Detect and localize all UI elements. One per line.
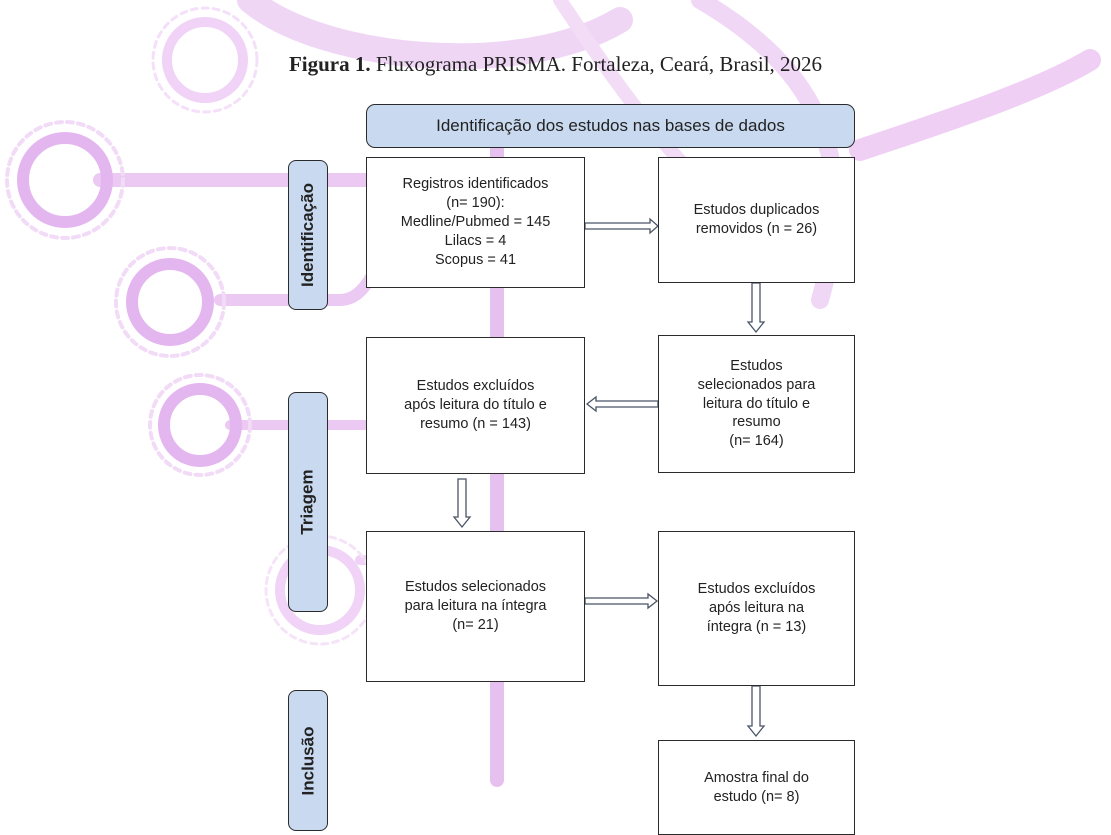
decor-arc <box>849 49 1101 161</box>
box-excluidos-titulo: Estudos excluídos após leitura do título… <box>366 337 585 474</box>
decor-ring <box>162 17 248 103</box>
figure-caption-label: Figura 1. <box>288 52 371 76</box>
stage-inclusao: Inclusão <box>288 690 328 831</box>
decor-ring <box>5 120 125 240</box>
arrow-right-duplicados <box>584 217 659 235</box>
decor-ring <box>148 373 252 477</box>
decor-ring <box>17 132 113 228</box>
box-selecionados-titulo: Estudos selecionados para leitura do tít… <box>658 335 855 473</box>
box-selecionados-integra: Estudos selecionados para leitura na ínt… <box>366 531 585 682</box>
box-estudos-duplicados: Estudos duplicados removidos (n = 26) <box>658 157 855 283</box>
box-amostra-final: Amostra final do estudo (n= 8) <box>658 740 855 835</box>
decor-ring <box>114 246 226 358</box>
stage-triagem: Triagem <box>288 392 328 612</box>
decor-ring <box>126 258 214 346</box>
decor-ring <box>158 383 242 467</box>
identification-header: Identificação dos estudos nas bases de d… <box>366 104 855 148</box>
box-registros-identificados: Registros identificados (n= 190): Medlin… <box>366 157 585 288</box>
decor-ring <box>151 6 259 114</box>
figure-caption-text: Fluxograma PRISMA. Fortaleza, Ceará, Bra… <box>370 52 823 76</box>
arrow-down-selecionados-titulo <box>746 282 766 334</box>
arrow-right-excluidos-integra <box>584 592 659 610</box>
box-excluidos-integra: Estudos excluídos após leitura na íntegr… <box>658 531 855 686</box>
stage-identificacao-label: Identificação <box>298 183 318 287</box>
stage-identificacao: Identificação <box>288 160 328 310</box>
arrow-left-excluidos-titulo <box>585 395 659 413</box>
arrow-down-amostra-final <box>746 685 766 738</box>
figure-caption: Figura 1. Fluxograma PRISMA. Fortaleza, … <box>0 52 1111 77</box>
stage-inclusao-label: Inclusão <box>298 726 317 795</box>
stage-triagem-label: Triagem <box>298 469 318 535</box>
arrow-down-selecionados-integra <box>452 478 472 529</box>
decor-arc <box>237 0 633 70</box>
